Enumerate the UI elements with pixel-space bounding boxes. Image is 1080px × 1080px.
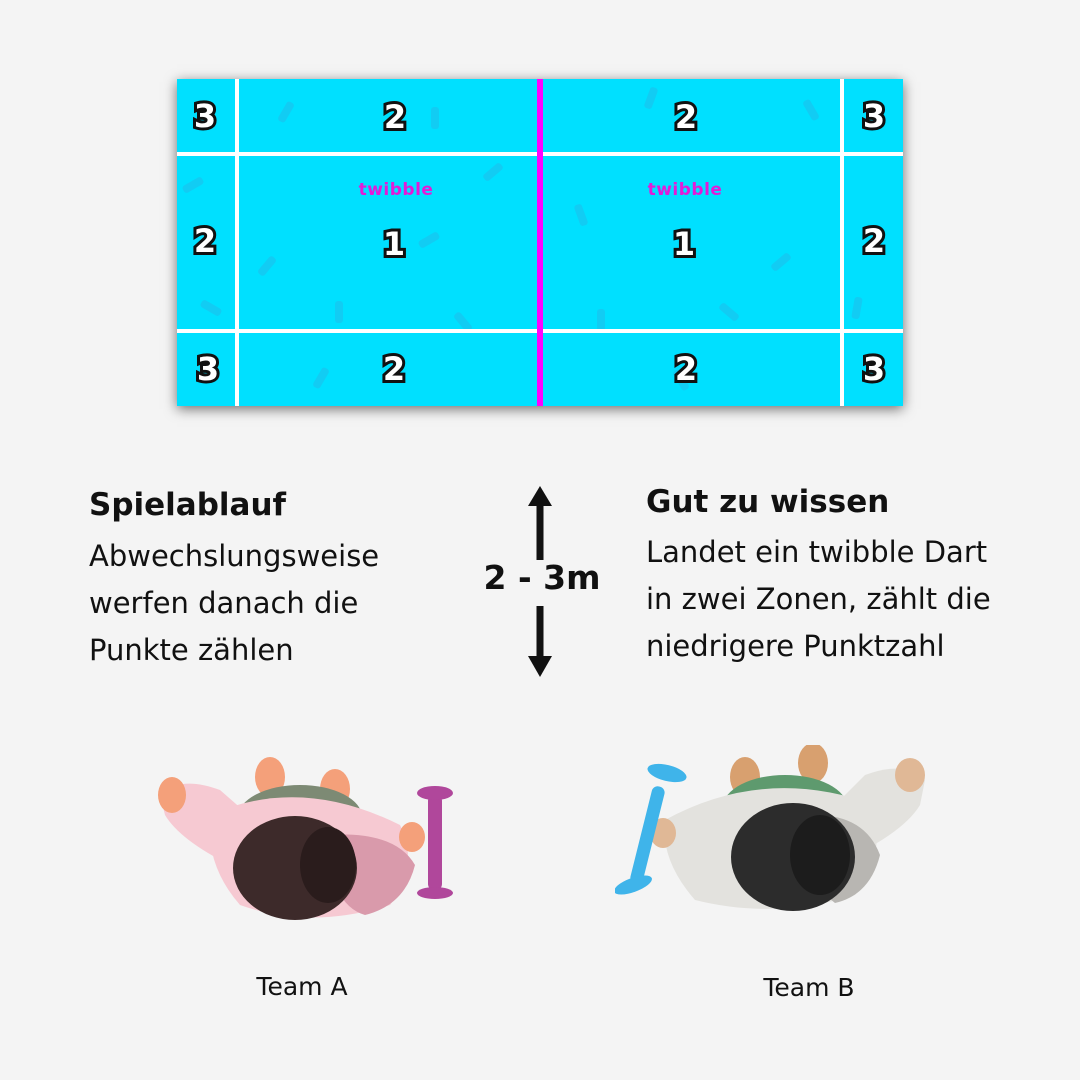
tips-line: in zwei Zonen, zählt die <box>646 582 991 616</box>
zone-score-corner: 3 <box>860 350 888 388</box>
tips-title: Gut zu wissen <box>646 484 890 520</box>
zone-score-corner: 3 <box>860 97 888 135</box>
distance-label: 2 - 3m <box>483 558 601 597</box>
twibble-logo-left: twibble <box>358 180 434 200</box>
distance-arrow-icon <box>528 486 552 677</box>
tips-line: Landet ein twibble Dart <box>646 535 988 569</box>
zone-score: 2 <box>381 98 409 136</box>
twibble-logo-right: twibble <box>647 180 723 200</box>
zone-score: 2 <box>672 98 700 136</box>
zone-score: 2 <box>672 350 700 388</box>
zone-score: 2 <box>860 222 888 260</box>
zone-score-corner: 3 <box>194 350 222 388</box>
gameplay-line: werfen danach die <box>89 586 359 620</box>
team-b-label: Team B <box>763 973 855 1002</box>
tips-text: Landet ein twibble Dart in zwei Zonen, z… <box>646 529 991 670</box>
game-mat: twibble twibble 3 2 2 3 2 1 1 2 3 2 2 3 <box>177 79 903 406</box>
zone-score: 2 <box>380 350 408 388</box>
gameplay-line: Abwechslungsweise <box>89 539 380 573</box>
tips-line: niedrigere Punktzahl <box>646 629 945 663</box>
center-line <box>537 79 543 406</box>
zone-score-center: 1 <box>380 225 408 263</box>
team-b-player-illustration <box>615 745 925 911</box>
zone-score: 2 <box>191 222 219 260</box>
zone-line-right <box>840 79 844 406</box>
zone-line-left <box>235 79 239 406</box>
gameplay-text: Abwechslungsweise werfen danach die Punk… <box>89 533 379 674</box>
zone-score-corner: 3 <box>191 97 219 135</box>
gameplay-line: Punkte zählen <box>89 633 294 667</box>
team-a-player-illustration <box>158 757 453 920</box>
team-a-label: Team A <box>256 972 348 1001</box>
mat-pattern <box>182 87 863 391</box>
zone-score-center: 1 <box>670 225 698 263</box>
gameplay-title: Spielablauf <box>89 487 287 523</box>
